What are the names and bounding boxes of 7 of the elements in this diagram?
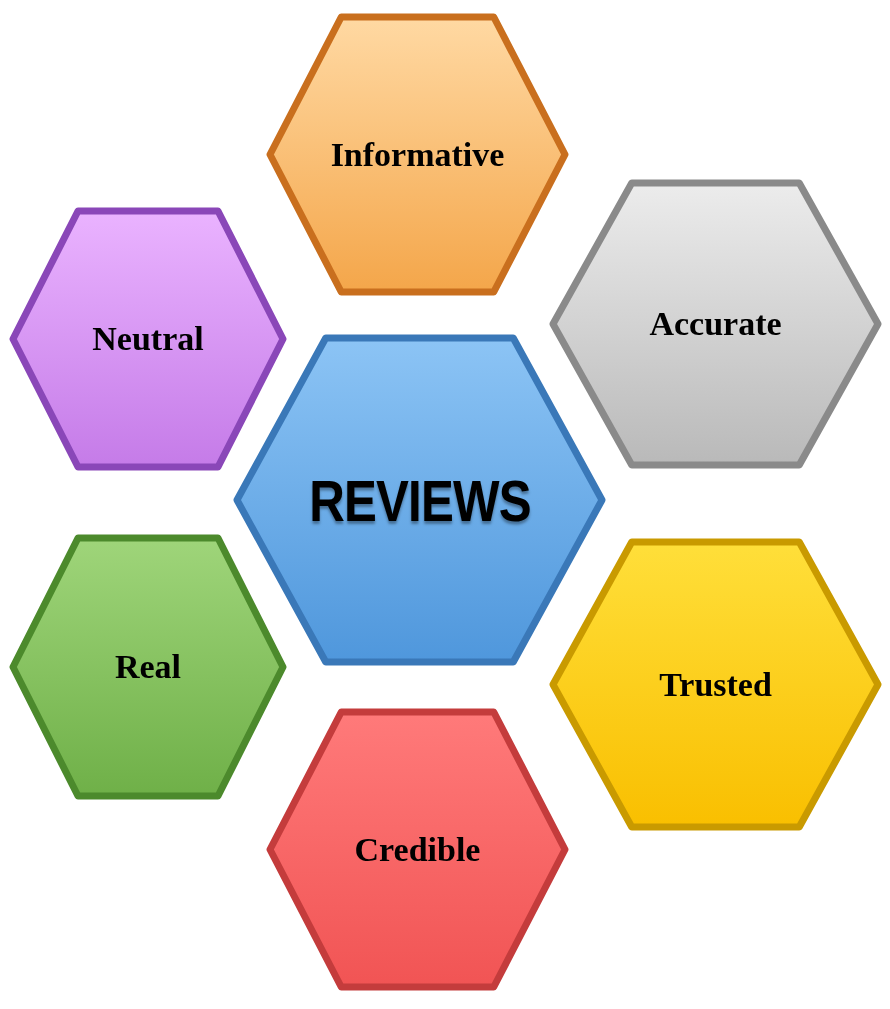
hexagon-label: Credible	[354, 830, 481, 869]
hexagon-label: Real	[114, 648, 182, 686]
hexagon-label: Informative	[330, 135, 505, 174]
hexagon-label: Trusted	[659, 665, 772, 704]
hexagon-label: Accurate	[649, 305, 782, 343]
center-title: REVIEWS	[308, 466, 531, 534]
hexagon-label: Neutral	[92, 320, 204, 358]
